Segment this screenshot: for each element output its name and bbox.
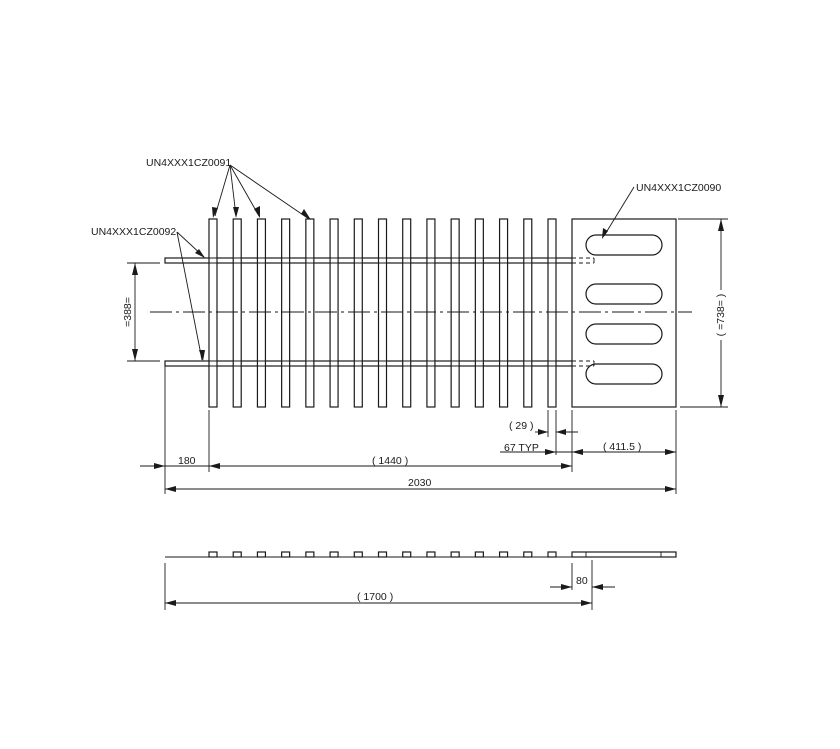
dim-rail-spacing: =388= <box>122 262 160 362</box>
bar <box>256 218 267 408</box>
side-bar <box>305 551 315 558</box>
side-bar <box>353 551 363 558</box>
plate-slots <box>585 234 663 385</box>
dim-bar-width: ( 29 ) <box>509 420 578 435</box>
callout-plate-label: UN4XXX1CZ0090 <box>636 182 721 194</box>
bar <box>450 218 460 408</box>
slot <box>585 363 663 385</box>
bars <box>208 218 557 408</box>
side-bar <box>547 551 557 558</box>
side-bar <box>450 551 460 558</box>
callout-rails-label: UN4XXX1CZ0092 <box>91 226 176 238</box>
bar <box>474 218 484 408</box>
side-bar <box>523 551 533 558</box>
side-bar <box>498 551 509 558</box>
side-bar <box>281 551 291 558</box>
side-plate <box>571 551 677 558</box>
dim-side-length: ( 1700 ) <box>165 591 592 606</box>
side-bar <box>232 551 242 558</box>
side-bar <box>256 551 267 558</box>
dim-plate-length-value: ( 411.5 ) <box>603 441 641 453</box>
bar <box>281 218 291 408</box>
side-view: 80 ( 1700 ) <box>164 551 677 610</box>
bar <box>498 218 509 408</box>
bar <box>232 218 242 408</box>
slot <box>585 283 663 305</box>
dim-bar-width-value: ( 29 ) <box>509 420 534 432</box>
callout-bars-label: UN4XXX1CZ0091 <box>146 157 231 169</box>
slot <box>585 323 663 345</box>
side-bar <box>474 551 484 558</box>
bar <box>208 218 218 408</box>
side-bar <box>426 551 436 558</box>
dim-bar-pitch: 67 TYP ( 411.5 ) <box>500 441 676 455</box>
bar <box>353 218 363 408</box>
dim-overall-length-value: 2030 <box>408 477 432 489</box>
bar <box>402 218 412 408</box>
plan-view: UN4XXX1CZ0091 UN4XXX1CZ0092 UN4XXX1CZ009… <box>91 157 730 494</box>
dim-overlap: 80 <box>550 575 615 590</box>
dim-bar-span-value: ( 1440 ) <box>372 455 408 467</box>
bar <box>329 218 339 408</box>
bar <box>523 218 533 408</box>
dim-overall-length: 2030 <box>165 477 676 492</box>
bar <box>305 218 315 408</box>
side-bar <box>329 551 339 558</box>
callout-rails: UN4XXX1CZ0092 <box>91 226 205 361</box>
slot <box>585 234 663 256</box>
dim-overlap-value: 80 <box>576 575 588 587</box>
dim-bar-span: 180 ( 1440 ) <box>140 455 572 469</box>
dim-bar-pitch-value: 67 TYP <box>504 442 539 454</box>
dim-side-length-value: ( 1700 ) <box>357 591 393 603</box>
side-bar <box>402 551 412 558</box>
callout-plate: UN4XXX1CZ0090 <box>602 182 721 239</box>
bar <box>547 218 557 408</box>
side-bars <box>208 551 557 558</box>
bar <box>377 218 388 408</box>
dim-offset-start-value: 180 <box>178 455 196 467</box>
rail-lines <box>165 257 572 367</box>
dim-overall-width-value: ( =738= ) <box>715 294 727 337</box>
side-bar <box>208 551 218 558</box>
bar <box>426 218 436 408</box>
plate <box>571 218 677 408</box>
callout-bars: UN4XXX1CZ0091 <box>146 157 311 220</box>
dim-overall-width: ( =738= ) <box>678 218 730 408</box>
side-bar <box>377 551 388 558</box>
dim-rail-spacing-value: =388= <box>122 297 134 327</box>
